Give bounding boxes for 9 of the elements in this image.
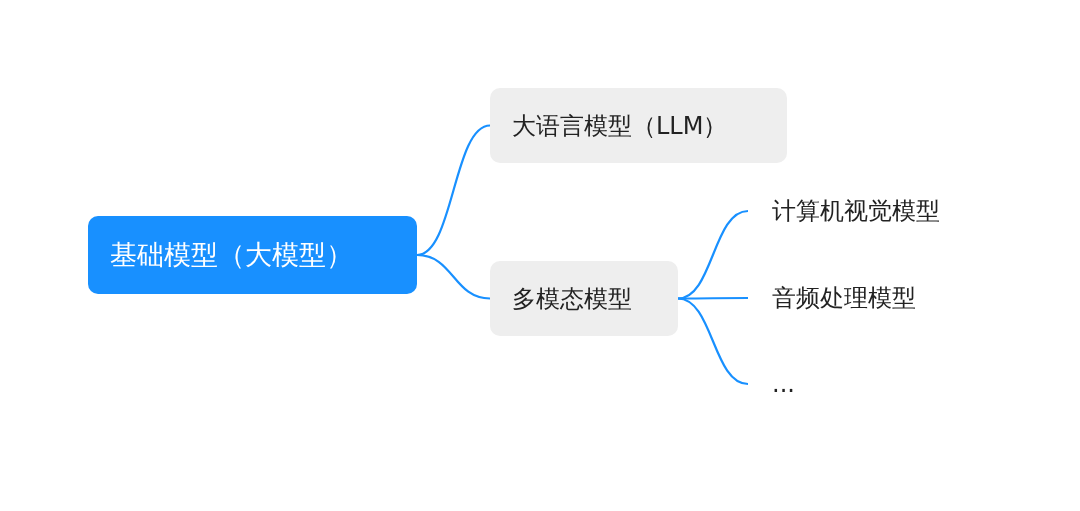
- subtopic-box: 多模态模型: [490, 261, 678, 336]
- topic-label: 音频处理模型: [748, 282, 948, 314]
- topic-label: ...: [748, 368, 828, 400]
- connector: [677, 297, 749, 386]
- connector: [678, 296, 748, 300]
- connector: [416, 253, 491, 300]
- topic-label: 计算机视觉模型: [748, 195, 988, 227]
- subtopic-box: 大语言模型（LLM）: [490, 88, 787, 163]
- topic-box: 基础模型（大模型）: [88, 216, 417, 294]
